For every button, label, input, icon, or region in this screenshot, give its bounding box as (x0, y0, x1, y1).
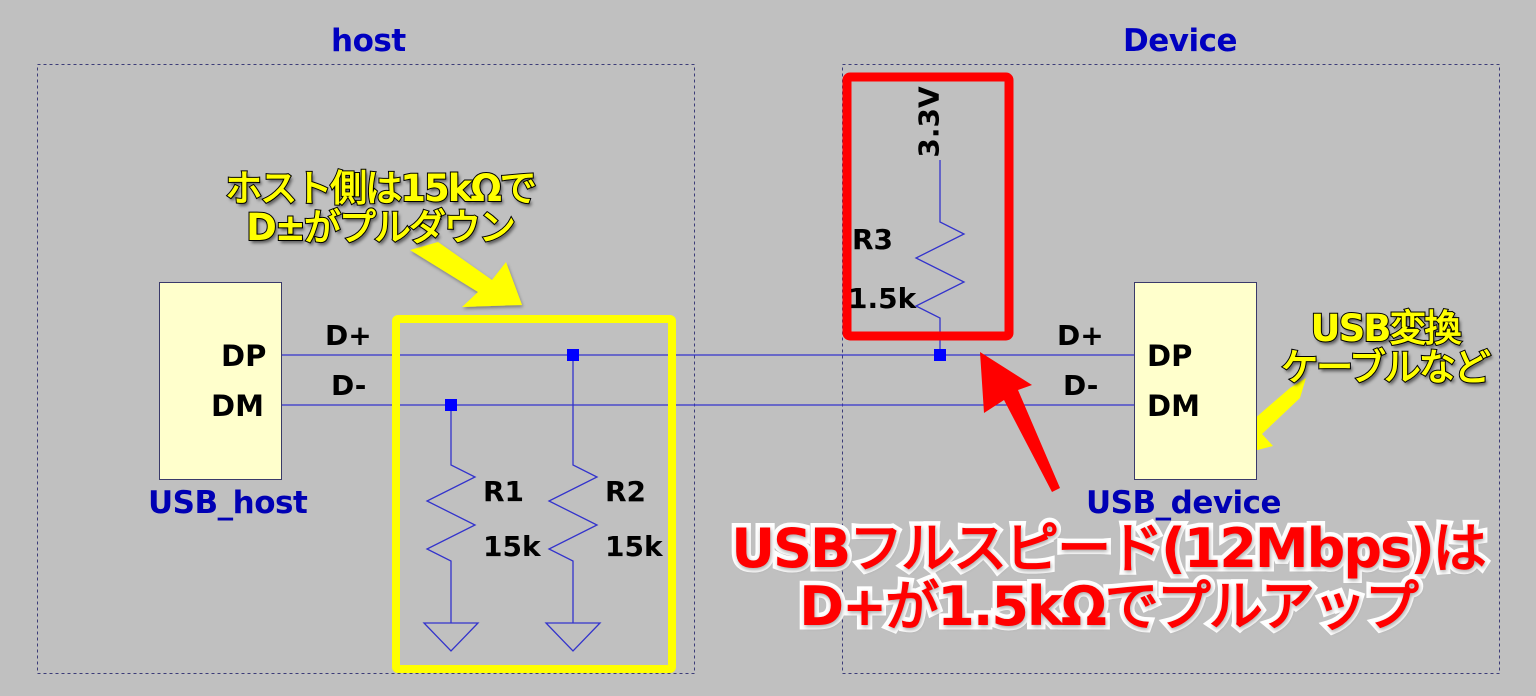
r3-value-label: 1.5k (848, 282, 917, 315)
device-block-title: Device (1123, 23, 1238, 59)
usb-host-pin-dm: DM (211, 389, 264, 423)
device-cable-callout-line-2: ケーブルなど (1280, 345, 1492, 389)
usb-host-component (159, 282, 282, 480)
host-pulldown-callout-line-2: D±がプルダウン (245, 205, 517, 249)
supply-3v3-label: 3.3V (912, 86, 946, 158)
r2-ref-label: R2 (605, 475, 647, 508)
usb-host-label: USB_host (148, 485, 308, 521)
junction-r3 (934, 349, 946, 361)
r1-value-label: 15k (483, 530, 541, 563)
usb-device-pin-dm: DM (1147, 389, 1200, 423)
host-block-title: host (331, 23, 406, 59)
net-label-host-dplus: D+ (325, 319, 372, 352)
device-cable-callout: USB変換 ケーブルなど (1255, 307, 1515, 389)
device-block-frame (842, 64, 1500, 674)
resistor-r2-symbol (547, 355, 599, 623)
net-label-device-dplus: D+ (1057, 319, 1104, 352)
usb-device-label: USB_device (1086, 485, 1282, 521)
net-label-device-dminus: D- (1063, 369, 1099, 402)
r2-value-label: 15k (605, 530, 663, 563)
net-label-host-dminus: D- (331, 369, 367, 402)
fullspeed-pullup-callout: USBフルスピード(12Mbps)は D+が1.5kΩでプルアップ (680, 515, 1536, 641)
usb-device-component (1134, 282, 1257, 480)
fullspeed-pullup-callout-line-2: D+が1.5kΩでプルアップ (795, 573, 1424, 641)
usb-host-pin-dp: DP (221, 339, 267, 373)
host-pulldown-highlight-box (392, 315, 676, 673)
r3-ref-label: R3 (852, 223, 894, 256)
r1-ref-label: R1 (483, 475, 525, 508)
device-pullup-highlight-box (842, 72, 1014, 341)
ground-r1-icon (422, 622, 480, 652)
junction-r2 (567, 349, 579, 361)
resistor-r3-symbol (914, 160, 966, 355)
junction-r1 (445, 399, 457, 411)
ground-r2-icon (544, 622, 602, 652)
host-pulldown-callout: ホスト側は15kΩで D±がプルダウン (190, 167, 570, 249)
red-arrow-icon (980, 352, 1060, 492)
yellow-arrow-host-icon (410, 242, 522, 307)
usb-device-pin-dp: DP (1147, 339, 1193, 373)
device-cable-callout-line-1: USB変換 (1310, 307, 1463, 350)
fullspeed-pullup-callout-line-1: USBフルスピード(12Mbps)は (727, 515, 1492, 583)
resistor-r1-symbol (425, 405, 477, 623)
host-pulldown-callout-line-1: ホスト側は15kΩで (224, 167, 538, 210)
host-block-frame (37, 64, 695, 674)
